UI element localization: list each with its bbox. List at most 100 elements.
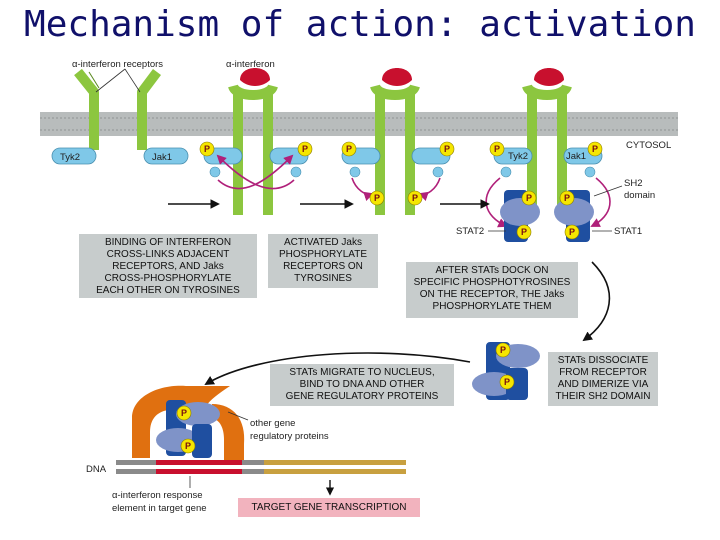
ifn-receptors-label: α-interferon receptors <box>72 59 163 70</box>
phosphate-group: P <box>176 405 192 421</box>
caption-line: AND DIMERIZE VIA <box>557 379 649 390</box>
interferon-molecule <box>240 68 270 86</box>
phosphate-group: P <box>297 141 313 157</box>
tyk2-kinase <box>51 147 97 165</box>
dna-strand <box>116 460 406 474</box>
caption-binding: BINDING OF INTERFERON CROSS-LINKS ADJACE… <box>79 234 257 298</box>
caption-activated: ACTIVATED Jaks PHOSPHORYLATE RECEPTORS O… <box>268 234 378 288</box>
svg-text:P: P <box>521 227 527 237</box>
tyk2-label: Tyk2 <box>60 152 80 163</box>
caption-dock: AFTER STATs DOCK ON SPECIFIC PHOSPHOTYRO… <box>406 262 578 318</box>
caption-line: PHOSPHORYLATE THEM <box>432 301 552 312</box>
jak1-kinase <box>143 147 189 165</box>
target-gene-transcription-box: TARGET GENE TRANSCRIPTION <box>238 498 420 517</box>
interferon-molecule <box>382 68 412 86</box>
caption-line: THEIR SH2 DOMAIN <box>555 391 651 402</box>
caption-line: BINDING OF INTERFERON <box>104 237 232 248</box>
other-gene-label-2: regulatory proteins <box>250 431 329 442</box>
phosphate-group: P <box>199 141 215 157</box>
svg-text:P: P <box>592 144 598 154</box>
stat-phosphorylation-arrow <box>590 177 611 227</box>
other-gene-label-1: other gene <box>250 418 295 429</box>
caption-line: FROM RECEPTOR <box>559 367 647 378</box>
stat2-label: STAT2 <box>456 226 484 237</box>
svg-text:P: P <box>526 193 532 203</box>
svg-text:P: P <box>444 144 450 154</box>
svg-text:P: P <box>412 193 418 203</box>
phosphate-group: P <box>495 342 511 358</box>
dissociation-arrow <box>582 261 611 342</box>
slide-title: Mechanism of action: activation <box>24 4 696 45</box>
phosphate-group: P <box>564 224 580 240</box>
svg-text:P: P <box>569 227 575 237</box>
sh2-leader <box>593 185 623 197</box>
caption-line: ON THE RECEPTOR, THE Jaks <box>419 289 565 300</box>
sh2-binding-site <box>432 166 444 178</box>
sh2-binding-site <box>349 166 361 178</box>
phosphate-group: P <box>521 190 537 206</box>
svg-text:P: P <box>302 144 308 154</box>
dna-label: DNA <box>86 464 107 475</box>
svg-text:P: P <box>500 345 506 355</box>
phosphate-group: P <box>439 141 455 157</box>
phosphate-group: P <box>369 190 385 206</box>
svg-text:P: P <box>374 193 380 203</box>
phosphate-group: P <box>499 374 515 390</box>
phosphorylation-arrow <box>418 177 441 201</box>
sh2-binding-site <box>209 166 221 178</box>
caption-line: GENE REGULATORY PROTEINS <box>285 391 439 402</box>
caption-line: RECEPTORS ON <box>283 261 363 272</box>
receptor-label-leader <box>95 68 126 93</box>
ifn-label: α-interferon <box>226 59 275 70</box>
caption-line: ACTIVATED Jaks <box>284 237 362 248</box>
svg-text:P: P <box>346 144 352 154</box>
migration-arrow <box>204 352 471 385</box>
svg-text:P: P <box>494 144 500 154</box>
caption-dissociate: STATs DISSOCIATE FROM RECEPTOR AND DIMER… <box>548 352 658 406</box>
caption-line: SPECIFIC PHOSPHOTYROSINES <box>413 277 571 288</box>
caption-line: AFTER STATs DOCK ON <box>435 265 549 276</box>
svg-text:P: P <box>204 144 210 154</box>
caption-migrate: STATs MIGRATE TO NUCLEUS, BIND TO DNA AN… <box>270 364 454 406</box>
caption-line: CROSS-PHOSPHORYLATE <box>104 273 232 284</box>
regulatory-proteins-leader <box>227 411 249 421</box>
phosphorylation-arrow <box>351 177 374 201</box>
sh2-domain-label-2: domain <box>624 190 655 201</box>
receptor-pair-unbound <box>74 68 161 150</box>
phosphate-group: P <box>587 141 603 157</box>
caption-line: EACH OTHER ON TYROSINES <box>96 285 240 296</box>
phosphate-group: P <box>180 438 196 454</box>
phosphate-group: P <box>559 190 575 206</box>
jak1-label: Jak1 <box>152 152 172 163</box>
phosphate-group: P <box>489 141 505 157</box>
caption-line: STATs DISSOCIATE <box>557 355 649 366</box>
svg-text:P: P <box>564 193 570 203</box>
sh2-binding-site <box>290 166 302 178</box>
jak1-label-docked: Jak1 <box>566 151 586 162</box>
svg-text:P: P <box>181 408 187 418</box>
sh2-domain-label-1: SH2 <box>624 178 642 189</box>
caption-line: BIND TO DNA AND OTHER <box>299 379 425 390</box>
phosphate-group: P <box>341 141 357 157</box>
interferon-molecule <box>534 68 564 86</box>
phosphate-group: P <box>407 190 423 206</box>
cross-phosphorylation-arrow <box>216 154 295 190</box>
caption-line: STATs MIGRATE TO NUCLEUS, <box>289 367 435 378</box>
cytosol-label: CYTOSOL <box>626 140 671 151</box>
receptor-label-leader <box>124 68 141 93</box>
response-element-label-2: element in target gene <box>112 503 207 514</box>
stat1-label: STAT1 <box>614 226 642 237</box>
svg-text:P: P <box>504 377 510 387</box>
svg-text:P: P <box>185 441 191 451</box>
tyk2-label-docked: Tyk2 <box>508 151 528 162</box>
sh2-binding-site <box>500 166 512 178</box>
sh2-binding-site <box>584 166 596 178</box>
caption-line: RECEPTORS, AND Jaks <box>112 261 224 272</box>
response-element-label-1: α-interferon response <box>112 490 203 501</box>
phosphate-group: P <box>516 224 532 240</box>
caption-line: TYROSINES <box>294 273 352 284</box>
caption-line: CROSS-LINKS ADJACENT <box>106 249 230 260</box>
caption-line: PHOSPHORYLATE <box>279 249 367 260</box>
cross-phosphorylation-arrow <box>217 154 294 190</box>
